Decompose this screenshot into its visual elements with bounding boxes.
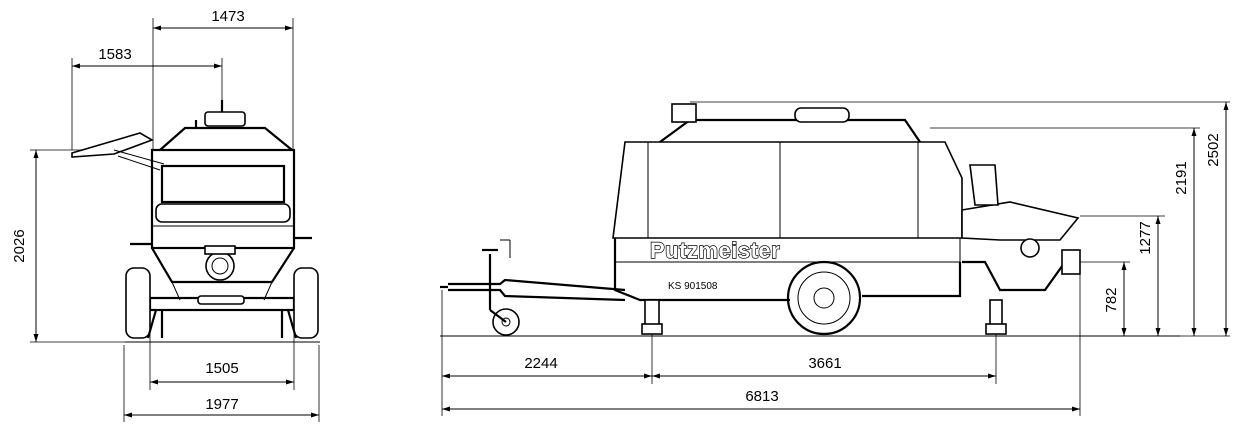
dim-side-total-height: 2502: [1205, 133, 1222, 166]
dim-side-overall-length: 6813: [745, 388, 778, 405]
dim-front-axle-track: 1505: [205, 360, 238, 377]
dim-front-height: 2026: [11, 229, 28, 262]
dim-front-lid-width: 1583: [98, 46, 131, 63]
dimension-labels: 1473 1583 2026 1505 1977 2502 2191 1277 …: [11, 8, 1222, 413]
dim-front-top-width: 1473: [211, 8, 244, 25]
dim-side-hopper-height: 1277: [1137, 221, 1154, 254]
front-view: [30, 18, 320, 422]
model-label: KS 901508: [668, 281, 718, 292]
dim-front-overall-width: 1977: [205, 396, 238, 413]
brand-label: Putzmeister: [650, 238, 780, 263]
dim-side-support-to-rear: 3661: [808, 355, 841, 372]
dim-side-front-to-support: 2244: [524, 355, 557, 372]
side-view: Putzmeister KS 901508: [440, 101, 1230, 416]
dim-side-body-height: 2191: [1173, 161, 1190, 194]
dim-side-outlet-height: 782: [1103, 287, 1120, 312]
